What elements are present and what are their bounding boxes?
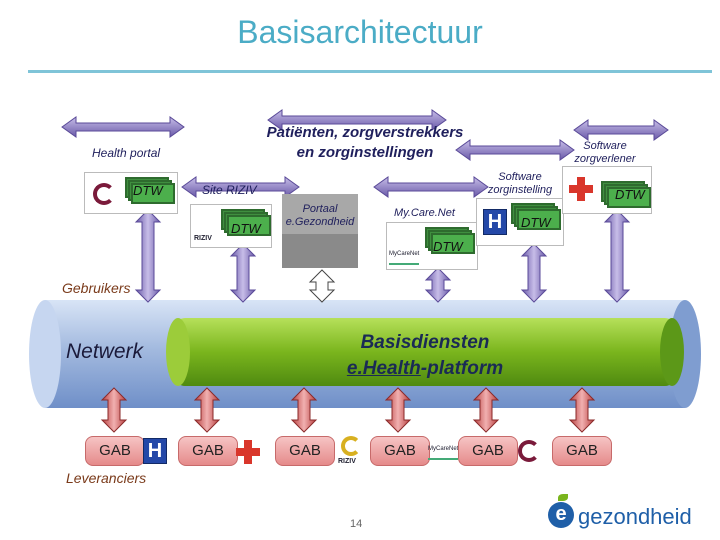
dtw-label: DTW [615,187,645,202]
dtw-stack [601,181,651,208]
dtw-stack [125,177,175,204]
software-zorginstelling-label: Software zorginstelling [478,171,562,197]
software-zorgverlener-line1: Software [583,140,627,152]
health-portal-box: DTW [84,172,178,214]
gab-box: GAB [178,436,238,466]
page-number: 14 [350,518,363,530]
platform-ehealth: e.Health [346,358,421,379]
gab-box: GAB [275,436,335,466]
medical-cross-icon [569,177,593,201]
logo-leaf-icon [558,494,568,501]
mycarenet-box: MyCareNet DTW [386,222,478,270]
vertical-arrows [134,209,631,303]
health-portal-logo-icon [518,440,540,462]
software-zorginstelling-line2: zorginstelling [487,184,553,196]
portaal-line2: e.Gezondheid [285,216,355,228]
netwerk-label: Netwerk [66,340,144,363]
red-arrows [100,387,596,433]
medical-cross-icon [236,440,260,464]
dtw-label: DTW [231,221,261,236]
portaal-line1: Portaal [302,203,338,215]
portaal-arrow [308,269,336,303]
ehealth-platform [166,318,684,386]
software-zorgverlener-line2: zorgverlener [574,153,636,165]
software-zorginstelling-box: H DTW [476,198,564,246]
riziv-logo-icon: RIZIV [338,436,366,468]
software-zorginstelling-line1: Software [498,171,542,183]
riziv-logo-icon: RIZIV [194,235,212,242]
dtw-stack [425,227,475,254]
portaal-label: Portaal e.Gezondheid [282,203,358,229]
platform-suffix: -platform [420,358,504,379]
title-divider [28,70,712,73]
mycarenet-logo-icon: MyCareNet [389,251,419,265]
hospital-icon: H [143,438,167,464]
dtw-stack [221,209,271,236]
mycarenet-label: My.Care.Net [394,207,455,219]
hospital-icon: H [483,209,507,235]
gab-box: GAB [85,436,145,466]
dtw-label: DTW [521,215,551,230]
platform-label: Basisdiensten e.Health-platform [300,330,550,382]
logo-e-icon: e [548,502,574,528]
dtw-label: DTW [433,239,463,254]
health-portal-logo-icon [93,183,115,205]
leveranciers-label: Leveranciers [66,470,147,486]
site-riziv-label: Site RIZIV [202,183,257,197]
dtw-label: DTW [133,183,163,198]
users-title-line2: en zorginstellingen [296,144,434,161]
gab-box: GAB [370,436,430,466]
gab-box: GAB [458,436,518,466]
portaal-box [282,194,358,268]
site-riziv-box: RIZIV DTW [190,204,272,248]
basisdiensten-label: Basisdiensten [360,332,490,353]
platform-name: e.Health-platform [300,356,550,382]
users-title-line1: Patiënten, zorgverstrekkers [266,124,464,141]
horizontal-arrows [61,109,669,198]
logo-text: gezondheid [578,504,692,529]
users-title: Patiënten, zorgverstrekkers en zorginste… [250,123,480,163]
gab-box: GAB [552,436,612,466]
gebruikers-label: Gebruikers [62,280,131,296]
health-portal-label: Health portal [92,146,161,160]
software-zorgverlener-label: Software zorgverlener [560,140,650,166]
page-title: Basisarchitectuur [237,14,483,50]
dtw-stack [511,203,561,230]
mycarenet-logo-icon: MyCareNet [428,446,458,460]
software-zorgverlener-box: DTW [562,166,652,214]
